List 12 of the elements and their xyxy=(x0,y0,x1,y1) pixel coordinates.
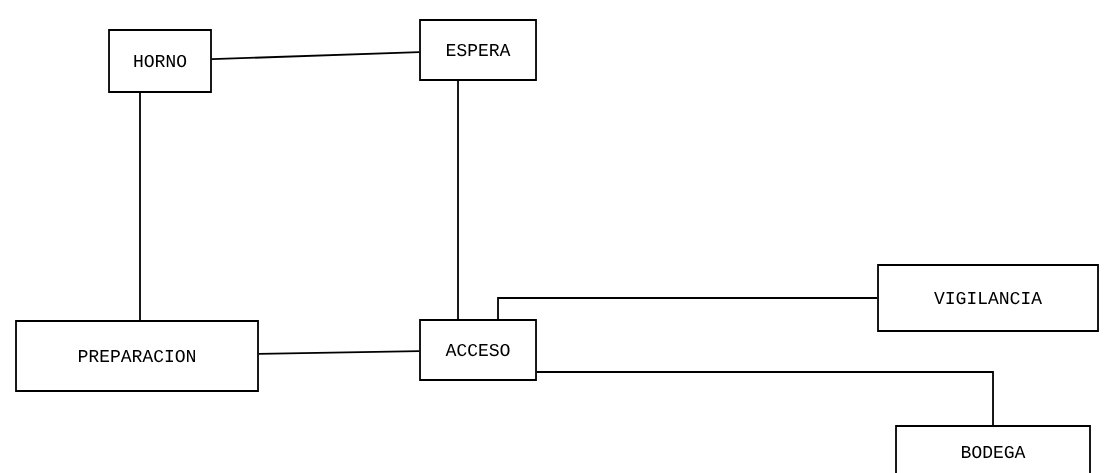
connector-line xyxy=(211,51,420,61)
connector-line xyxy=(139,92,141,321)
connector-line xyxy=(258,350,420,355)
room-box: ACCESO xyxy=(419,319,537,381)
room-box: VIGILANCIA xyxy=(877,264,1099,332)
connector-line xyxy=(536,371,994,426)
room-box: HORNO xyxy=(108,29,212,93)
room-box: PREPARACION xyxy=(15,320,259,392)
room-box: BODEGA xyxy=(895,425,1091,473)
connector-line xyxy=(497,297,878,320)
connector-line xyxy=(457,80,459,320)
room-box: ESPERA xyxy=(419,19,537,81)
